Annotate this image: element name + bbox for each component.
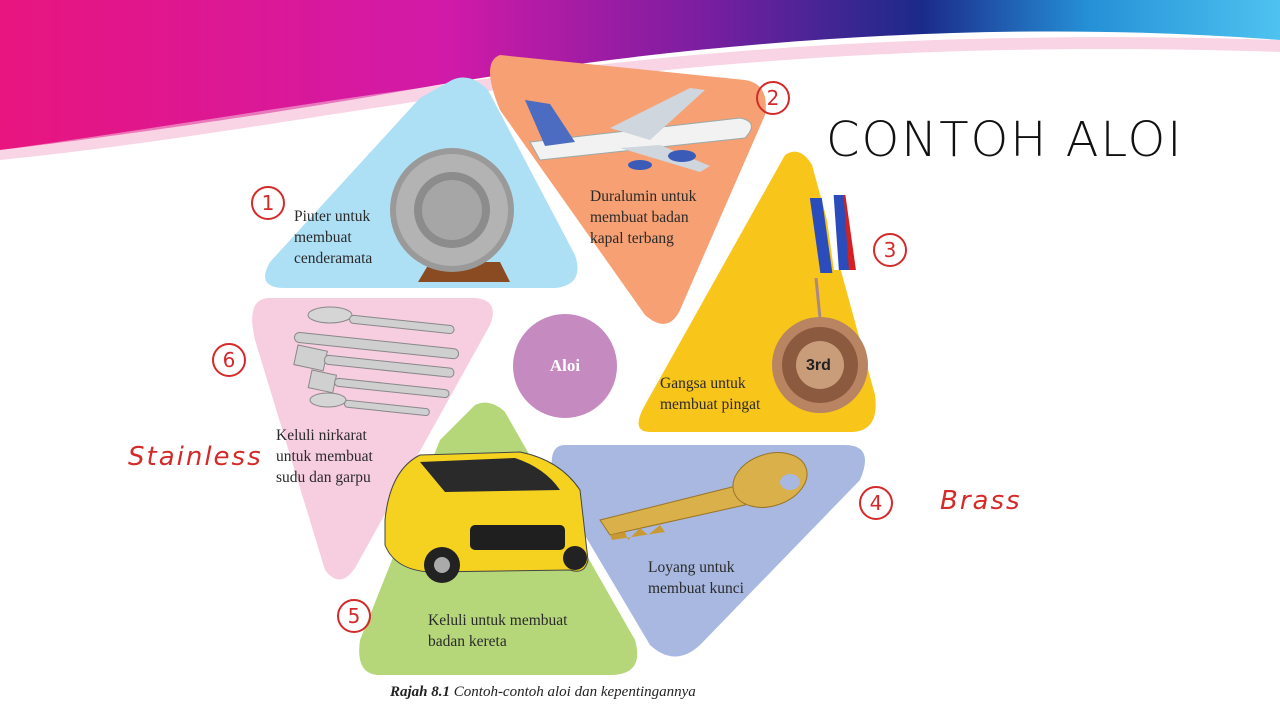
petal-1-text: Piuter untuk membuat cenderamata <box>294 206 372 269</box>
annotation-number-4: 4 <box>859 486 893 520</box>
petal-1-line1: Piuter untuk <box>294 208 371 225</box>
petal-4-text: Loyang untuk membuat kunci <box>648 557 744 599</box>
car-image <box>384 451 589 583</box>
slide-title: CONTOH ALOI <box>826 112 1184 168</box>
annotation-number-3: 3 <box>873 233 907 267</box>
petal-1-line2: membuat <box>294 229 352 246</box>
airplane-image <box>525 88 752 172</box>
figure-caption: Rajah 8.1 Contoh-contoh aloi dan kepenti… <box>390 684 696 701</box>
petal-3-line2: membuat pingat <box>660 396 761 413</box>
annotation-number-6: 6 <box>212 343 246 377</box>
petal-5-text: Keluli untuk membuat badan kereta <box>428 610 567 652</box>
caption-text: Contoh-contoh aloi dan kepentingannya <box>453 684 696 700</box>
caption-label: Rajah 8.1 <box>390 684 451 700</box>
petal-6-text: Keluli nirkarat untuk membuat sudu dan g… <box>276 425 373 488</box>
petal-1-line3: cenderamata <box>294 250 373 267</box>
petal-2-line3: kapal terbang <box>590 230 674 247</box>
annotation-number-2: 2 <box>756 81 790 115</box>
petal-6-line2: untuk membuat <box>276 448 373 465</box>
medal-image <box>772 195 868 413</box>
petal-2-line1: Duralumin untuk <box>590 188 697 205</box>
petal-4-line2: membuat kunci <box>648 580 744 597</box>
annotation-number-5: 5 <box>337 599 371 633</box>
petal-4-line1: Loyang untuk <box>648 559 735 576</box>
cutlery-image <box>293 306 460 417</box>
annotation-number-1: 1 <box>251 186 285 220</box>
medal-label: 3rd <box>806 357 831 374</box>
pewter-plate-image <box>390 148 514 282</box>
petal-3-line1: Gangsa untuk <box>660 375 746 392</box>
petal-2-text: Duralumin untuk membuat badan kapal terb… <box>590 186 696 249</box>
annotation-brass: Brass <box>940 486 1022 516</box>
center-aloi-circle: Aloi <box>513 314 617 418</box>
petal-5-line1: Keluli untuk membuat <box>428 612 568 629</box>
annotation-stainless: Stainless <box>128 442 263 472</box>
petal-6-line3: sudu dan garpu <box>276 469 371 486</box>
key-image <box>599 452 808 540</box>
petal-3-text: Gangsa untuk membuat pingat <box>660 373 760 415</box>
petal-2-line2: membuat badan <box>590 209 689 226</box>
petal-5-line2: badan kereta <box>428 633 507 650</box>
top-banner <box>0 0 1280 161</box>
petal-6-line1: Keluli nirkarat <box>276 427 367 444</box>
